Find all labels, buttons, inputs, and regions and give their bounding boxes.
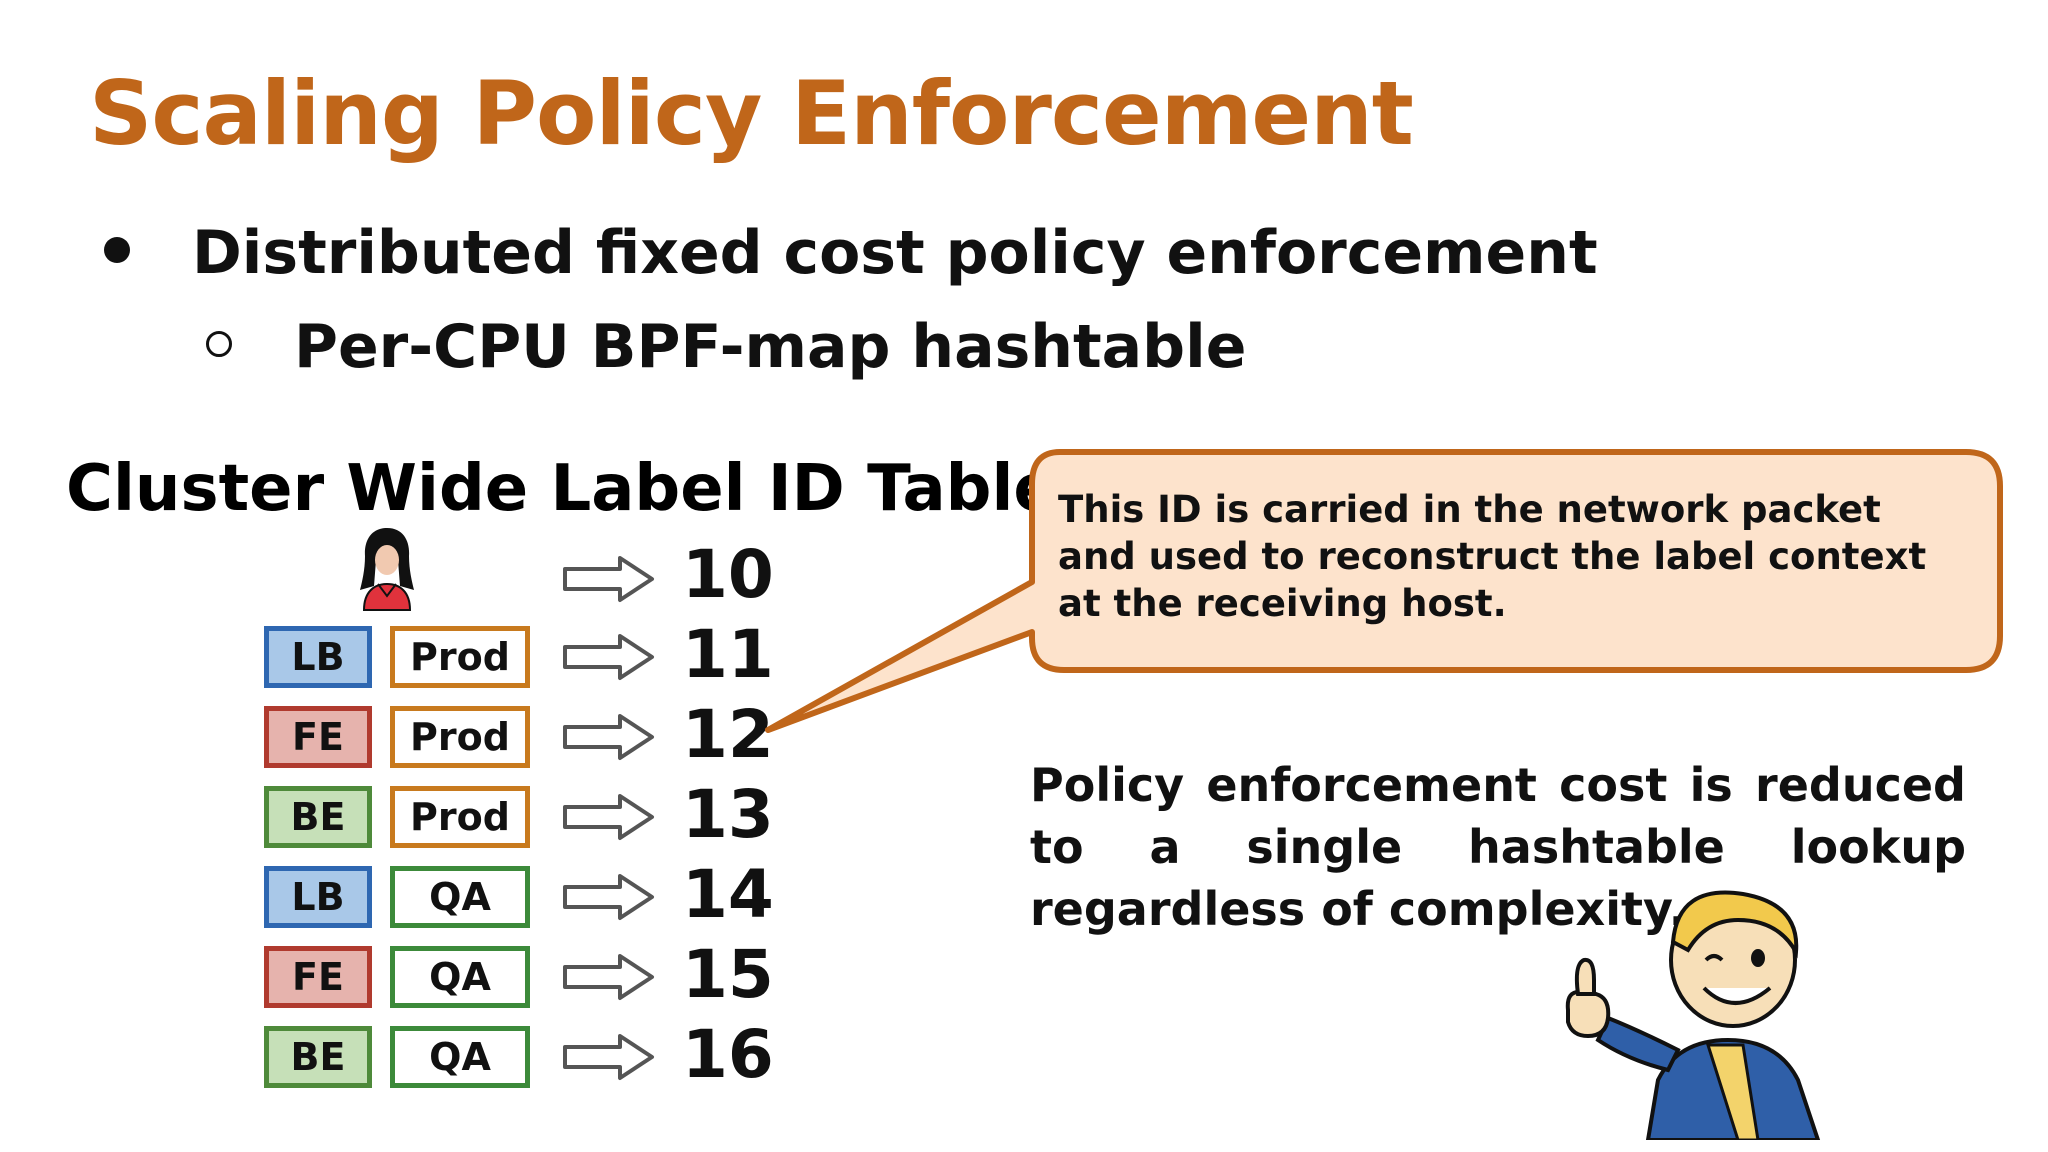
label-box-be: BE	[264, 1026, 372, 1088]
bullet-dot-icon	[104, 237, 130, 264]
bullet-text-2: Per-CPU BPF-map hashtable	[294, 312, 1247, 382]
label-box-fe: FE	[264, 946, 372, 1008]
right-arrow-icon	[563, 954, 654, 1000]
env-box-prod: Prod	[390, 626, 530, 688]
right-arrow-icon	[563, 714, 654, 760]
bullet-text-1: Distributed fixed cost policy enforcemen…	[192, 218, 1598, 288]
label-box-be: BE	[264, 786, 372, 848]
right-arrow-icon	[563, 634, 654, 680]
label-id-11: 11	[682, 616, 774, 693]
env-box-prod: Prod	[390, 706, 530, 768]
right-arrow-icon	[563, 794, 654, 840]
label-id-16: 16	[682, 1016, 774, 1093]
bullet-level1: Distributed fixed cost policy enforcemen…	[104, 218, 1598, 288]
env-box-qa: QA	[390, 1026, 530, 1088]
thumbs-up-mascot-icon	[1565, 890, 1821, 1140]
label-id-15: 15	[682, 936, 774, 1013]
policy-note: Policy enforcement cost is reduced to a …	[1030, 758, 1966, 936]
right-arrow-icon	[563, 1034, 654, 1080]
bullet-ring-icon	[206, 331, 232, 358]
env-box-qa: QA	[390, 946, 530, 1008]
env-box-prod: Prod	[390, 786, 530, 848]
label-box-lb: LB	[264, 866, 372, 928]
slide-title: Scaling Policy Enforcement	[89, 62, 1414, 165]
right-arrow-icon	[563, 556, 654, 602]
table-heading: Cluster Wide Label ID Table:	[66, 452, 1083, 526]
label-box-lb: LB	[264, 626, 372, 688]
right-arrow-icon	[563, 874, 654, 920]
label-id-13: 13	[682, 776, 774, 853]
person-icon	[360, 528, 414, 611]
label-box-fe: FE	[264, 706, 372, 768]
label-id-14: 14	[682, 856, 774, 933]
env-box-qa: QA	[390, 866, 530, 928]
label-id-12: 12	[682, 696, 774, 773]
label-id-10: 10	[682, 536, 774, 613]
bullet-level2: Per-CPU BPF-map hashtable	[206, 312, 1246, 382]
callout-text: This ID is carried in the network packet…	[1058, 488, 1927, 625]
